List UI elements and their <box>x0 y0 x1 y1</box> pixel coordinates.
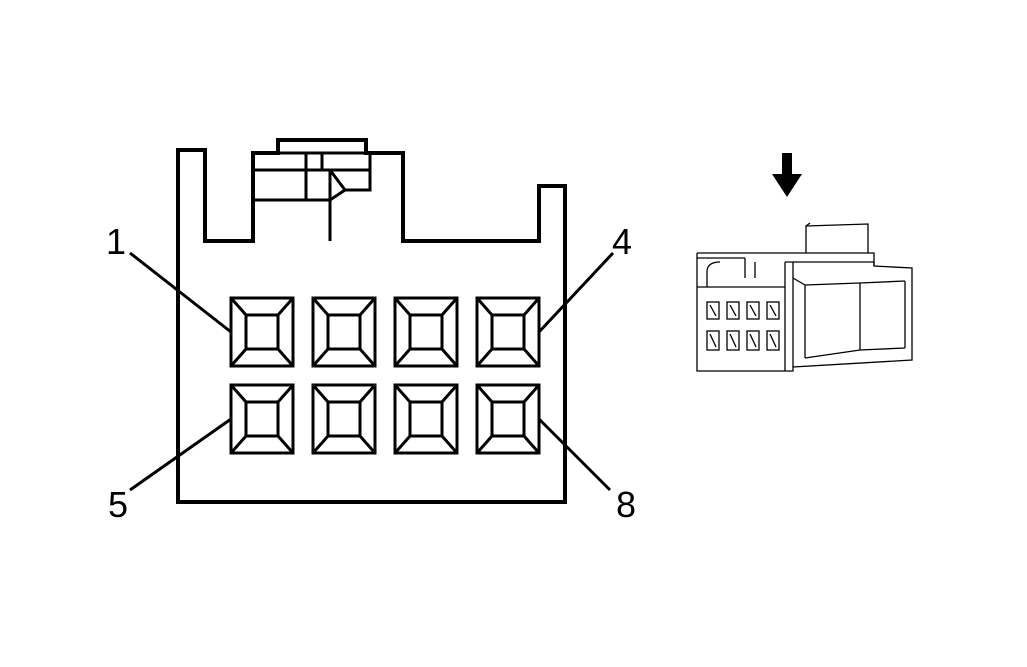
pin-row-bottom <box>229 383 541 455</box>
leader-lines <box>129 251 615 492</box>
pin-cavity-5 <box>229 383 295 455</box>
pin-cavity-2 <box>311 296 377 368</box>
pin-label-5: 5 <box>108 484 128 525</box>
pin-label-4: 4 <box>612 221 632 262</box>
leader-line-8 <box>537 417 612 492</box>
pin-label-8: 8 <box>616 484 636 525</box>
pin-cavity-1 <box>229 296 295 368</box>
leader-line-1 <box>129 251 232 334</box>
leader-line-5 <box>129 417 232 492</box>
leader-line-4 <box>537 251 615 334</box>
pin-cavity-8 <box>475 383 541 455</box>
latch-tab <box>253 151 372 241</box>
pin-label-1: 1 <box>106 221 126 262</box>
pin-cavity-3 <box>393 296 459 368</box>
pin-cavity-7 <box>393 383 459 455</box>
pin-cavity-6 <box>311 383 377 455</box>
pin-cavity-4 <box>475 296 541 368</box>
pin-row-top <box>229 296 541 368</box>
connector-thumbnail <box>696 222 913 372</box>
down-arrow-icon <box>772 153 802 197</box>
